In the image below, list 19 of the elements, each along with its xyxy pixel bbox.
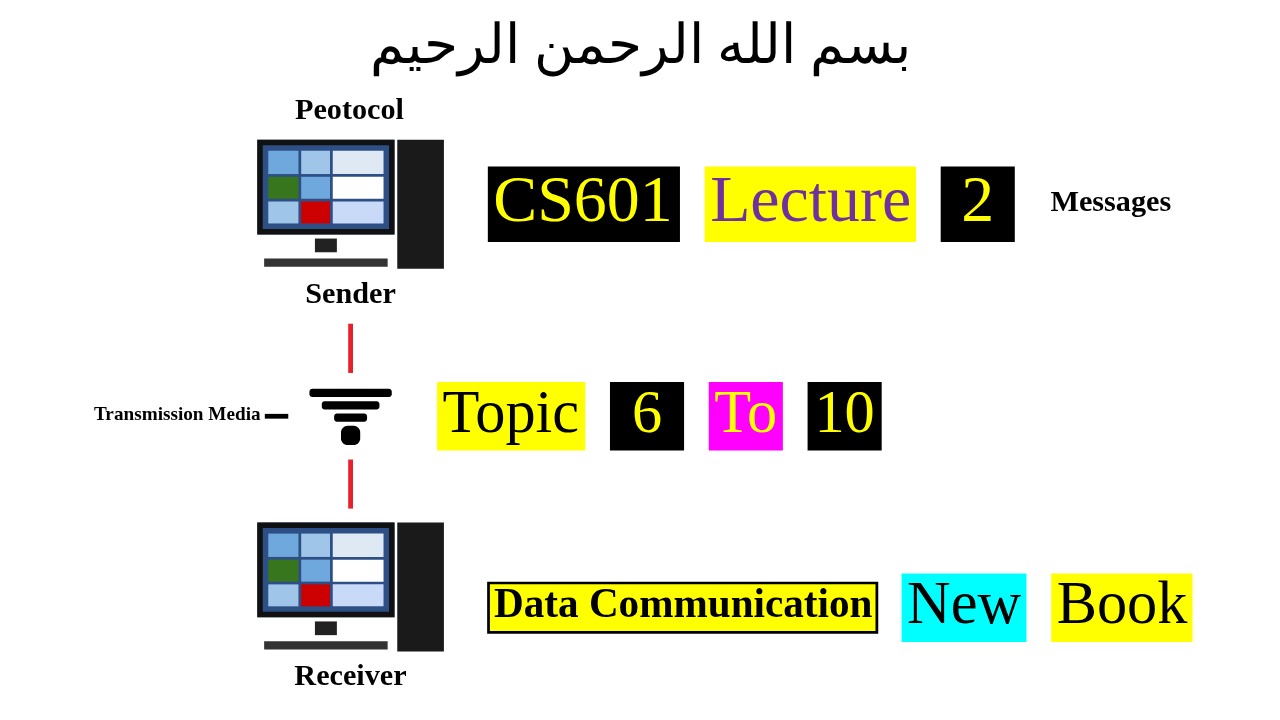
connector <box>347 459 353 509</box>
node-box: Book <box>1050 573 1192 642</box>
node-box: 10 <box>807 381 882 451</box>
node-box: To <box>708 381 783 451</box>
node-box: 6 <box>609 381 684 451</box>
node-text: Transmission Media <box>93 402 261 424</box>
node-box: Lecture <box>704 166 916 242</box>
node-label: Receiver <box>293 658 407 693</box>
diagram-title: بسم الله الرحمن الرحيم <box>369 13 911 75</box>
node-box: Topic <box>436 381 585 451</box>
node-label: Sender <box>304 275 396 310</box>
label: Messages <box>1049 183 1171 218</box>
connector <box>264 413 288 419</box>
node-box: Data Communication <box>486 581 878 634</box>
node-box: CS601 <box>487 166 680 242</box>
node-label: Peotocol <box>294 91 404 126</box>
node-box: New <box>901 573 1026 642</box>
connector <box>347 323 353 373</box>
node-box: 2 <box>940 166 1015 242</box>
